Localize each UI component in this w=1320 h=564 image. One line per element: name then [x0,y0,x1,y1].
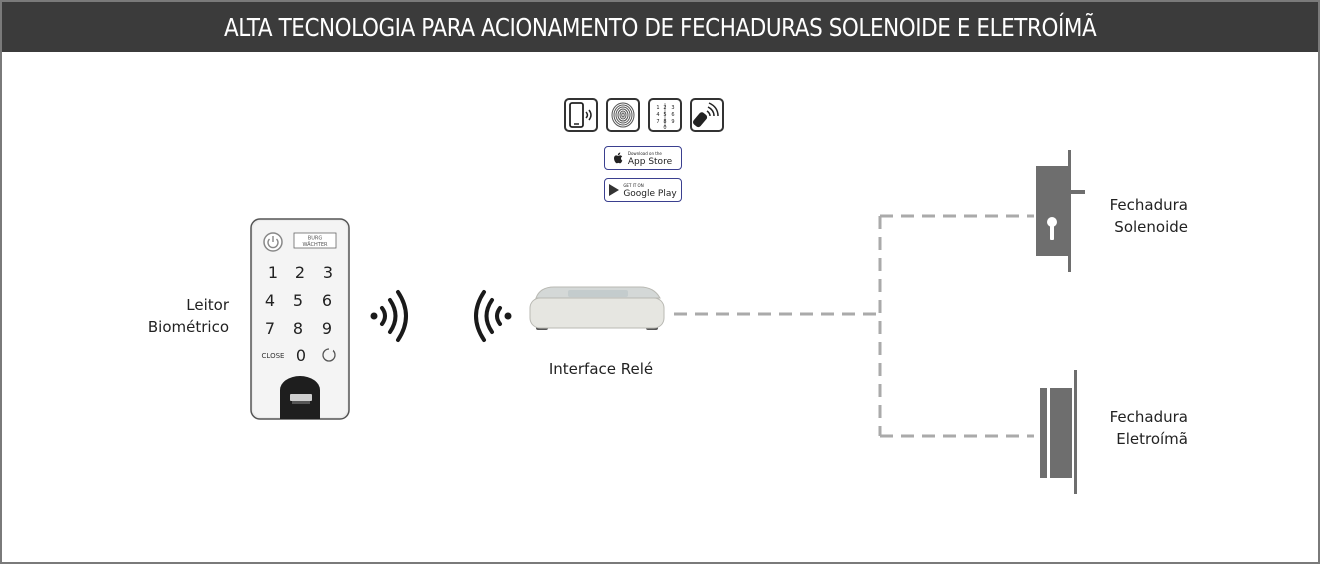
play-icon [609,184,620,196]
keypad-icon-digit: 6 [671,112,674,118]
reader-key: 0 [296,346,306,365]
reader-key: 9 [322,319,332,338]
reader-key: 8 [293,319,303,338]
page-title: ALTA TECNOLOGIA PARA ACIONAMENTO DE FECH… [223,12,1097,42]
reader-key: 7 [265,319,275,338]
relay-label: Interface Relé [548,360,654,378]
fingerprint-icon [606,98,640,132]
remote-key-icon [690,98,724,132]
reader-key: 2 [295,263,305,282]
google-play-small: GET IT ON [623,182,644,188]
keypad-icon: 1 2 3 4 5 6 7 8 9 0 [648,98,682,132]
smartphone-icon [564,98,598,132]
keypad-icon-digit: 5 [663,112,666,118]
brand-line1: BURG [308,236,323,242]
app-store-big: App Store [627,156,673,167]
solenoid-lock-icon [1036,150,1085,272]
google-play-big: Google Play [623,188,677,199]
keypad-icon-digit: 2 [663,105,666,111]
google-play-button[interactable]: GET IT ON Google Play [604,178,682,202]
app-store-button[interactable]: Download on the App Store [604,146,682,170]
reader-key: 5 [293,291,303,310]
solenoid-label: Fechadura Solenoide [1109,196,1188,236]
electromagnet-label: Fechadura Eletroímã [1109,408,1188,448]
brand-line2: WÄCHTER [303,241,328,248]
keypad-icon-digit: 9 [671,119,674,125]
keypad-icon-digit: 7 [656,119,659,125]
apple-icon [613,152,623,164]
electromagnet-lock-icon [1040,370,1077,494]
header-bar: ALTA TECNOLOGIA PARA ACIONAMENTO DE FECH… [2,2,1318,52]
reader-key: 3 [323,263,333,282]
reader-key: 6 [322,291,332,310]
app-store-small: Download on the [627,150,662,156]
keypad-icon-digit: 3 [671,105,674,111]
close-key: CLOSE [262,352,285,360]
reader-label: Leitor Biométrico [147,296,229,336]
keypad-icon-digit: 1 [656,105,659,111]
reader-key: 1 [268,263,278,282]
keypad-icon-digit: 8 [663,119,666,125]
wifi-signal-in-icon [474,290,512,342]
keypad-icon-digit: 4 [656,112,659,118]
reader-key: 4 [265,291,275,310]
keypad-icon-digit: 0 [663,125,666,130]
relay-interface-device [529,286,665,330]
wifi-signal-out-icon [370,290,408,342]
biometric-reader: BURG WÄCHTER 1 2 3 4 5 6 7 8 9 0 CLOSE [250,218,350,420]
